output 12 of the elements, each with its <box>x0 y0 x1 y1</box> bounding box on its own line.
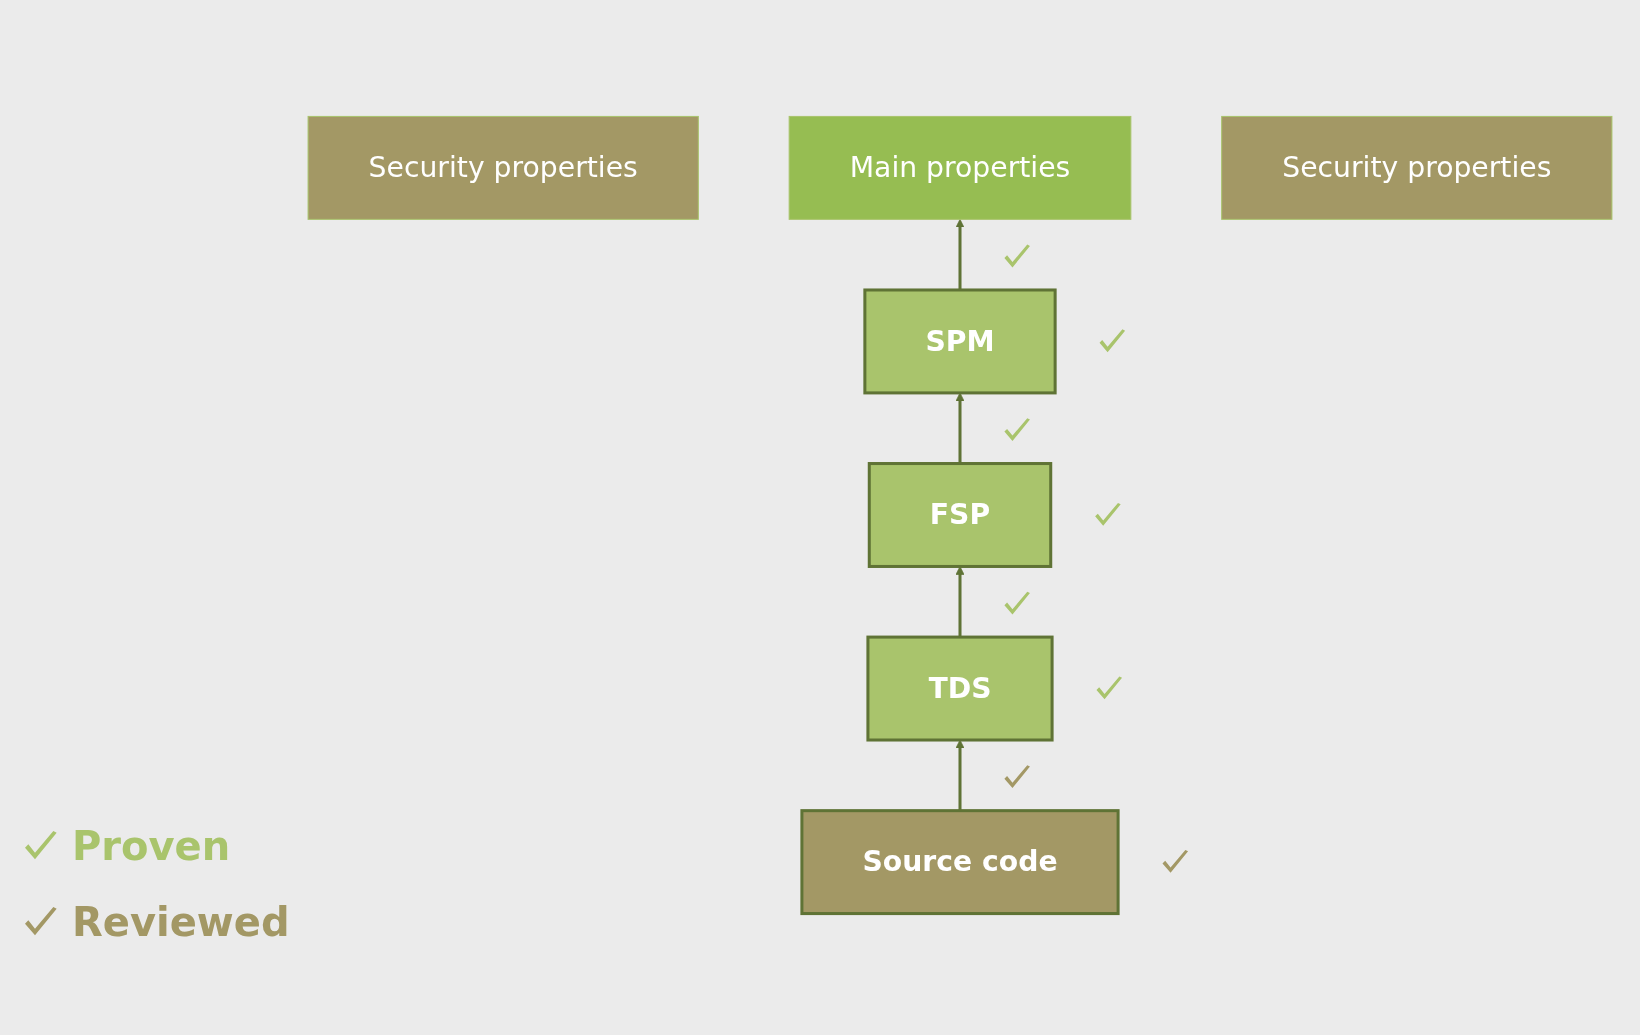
node-box: Security properties <box>1221 115 1613 220</box>
legend-text: Proven <box>72 823 231 869</box>
node-box: TDS <box>866 635 1054 742</box>
node-box: FSP <box>867 462 1053 568</box>
arrow <box>955 218 965 290</box>
node-box: Source code <box>800 809 1120 916</box>
arrow <box>955 392 965 464</box>
node-box: Security properties <box>307 115 699 220</box>
node-box: Main properties <box>788 115 1132 220</box>
legend-text: Reviewed <box>72 899 290 945</box>
arrow <box>955 566 965 638</box>
node-box: SPM <box>863 288 1057 395</box>
